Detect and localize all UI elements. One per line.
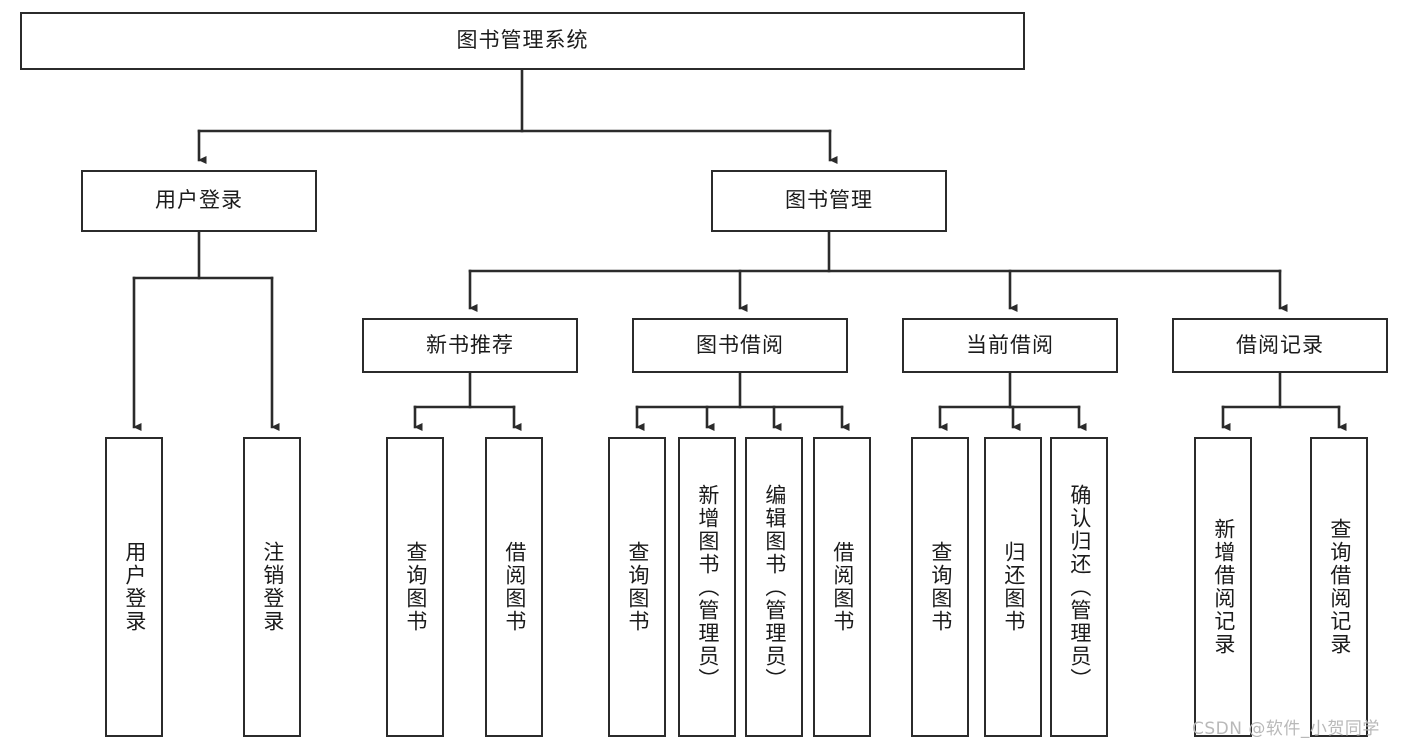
leaf-label: 查询图书 — [403, 541, 428, 633]
leaf-label: 注销登录 — [260, 541, 285, 633]
node-new-book-recommend[interactable]: 新书推荐 — [362, 318, 578, 373]
leaf-label: 新增借阅记录 — [1211, 518, 1236, 656]
leaf-label: 新增图书（管理员） — [695, 483, 720, 691]
node-current-borrow[interactable]: 当前借阅 — [902, 318, 1118, 373]
leaf-user-login[interactable]: 用户登录 — [105, 437, 163, 737]
leaf-add-book-admin[interactable]: 新增图书（管理员） — [678, 437, 736, 737]
leaf-label: 查询借阅记录 — [1327, 518, 1352, 656]
leaf-borrow-book-1[interactable]: 借阅图书 — [485, 437, 543, 737]
leaf-return-book[interactable]: 归还图书 — [984, 437, 1042, 737]
node-book-borrow[interactable]: 图书借阅 — [632, 318, 848, 373]
leaf-label: 归还图书 — [1001, 541, 1026, 633]
node-user-login[interactable]: 用户登录 — [81, 170, 317, 232]
node-root[interactable]: 图书管理系统 — [20, 12, 1025, 70]
leaf-label: 借阅图书 — [502, 541, 527, 633]
leaf-label: 查询图书 — [625, 541, 650, 633]
leaf-label: 用户登录 — [122, 541, 147, 633]
leaf-query-book-1[interactable]: 查询图书 — [386, 437, 444, 737]
leaf-label: 确认归还（管理员） — [1067, 483, 1092, 691]
leaf-add-borrow-record[interactable]: 新增借阅记录 — [1194, 437, 1252, 737]
leaf-label: 查询图书 — [928, 541, 953, 633]
csdn-watermark: CSDN @软件_小贺同学 — [1192, 719, 1380, 739]
leaf-label: 借阅图书 — [830, 541, 855, 633]
leaf-label: 编辑图书（管理员） — [762, 483, 787, 691]
leaf-query-book-3[interactable]: 查询图书 — [911, 437, 969, 737]
leaf-borrow-book-2[interactable]: 借阅图书 — [813, 437, 871, 737]
leaf-query-borrow-record[interactable]: 查询借阅记录 — [1310, 437, 1368, 737]
leaf-confirm-return-admin[interactable]: 确认归还（管理员） — [1050, 437, 1108, 737]
node-borrow-record[interactable]: 借阅记录 — [1172, 318, 1388, 373]
leaf-edit-book-admin[interactable]: 编辑图书（管理员） — [745, 437, 803, 737]
leaf-query-book-2[interactable]: 查询图书 — [608, 437, 666, 737]
node-book-manage[interactable]: 图书管理 — [711, 170, 947, 232]
leaf-logout[interactable]: 注销登录 — [243, 437, 301, 737]
